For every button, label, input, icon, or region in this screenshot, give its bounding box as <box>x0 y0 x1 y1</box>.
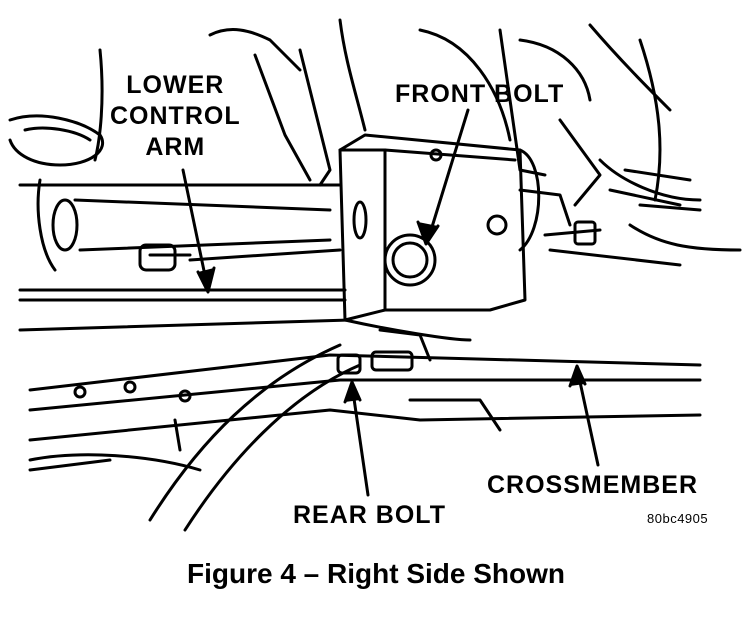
leader-arrows <box>181 108 600 497</box>
figure-caption: Figure 4 – Right Side Shown <box>186 558 566 589</box>
crossmember-label: CROSSMEMBER <box>487 471 699 499</box>
right-side-components <box>518 158 742 267</box>
rear-bolt-label: REAR BOLT <box>293 501 446 529</box>
front-bolt-head <box>383 233 437 287</box>
mounting-bracket <box>338 133 541 362</box>
tie-rod-assembly <box>8 48 104 167</box>
diagonal-cable <box>148 343 362 532</box>
lower-control-arm-label: LOWER CONTROL ARM <box>110 70 241 163</box>
lower-control-arm-label-line-1: LOWER <box>126 71 225 99</box>
lower-control-arm <box>18 178 352 332</box>
front-bolt-label: FRONT BOLT <box>395 80 565 108</box>
lower-control-arm-label-line-2: CONTROL <box>110 102 241 130</box>
image-code-label: 80bc4905 <box>647 511 709 526</box>
crossmember <box>28 353 702 472</box>
upper-structure <box>208 18 672 207</box>
lower-control-arm-label-line-3: ARM <box>145 133 206 161</box>
